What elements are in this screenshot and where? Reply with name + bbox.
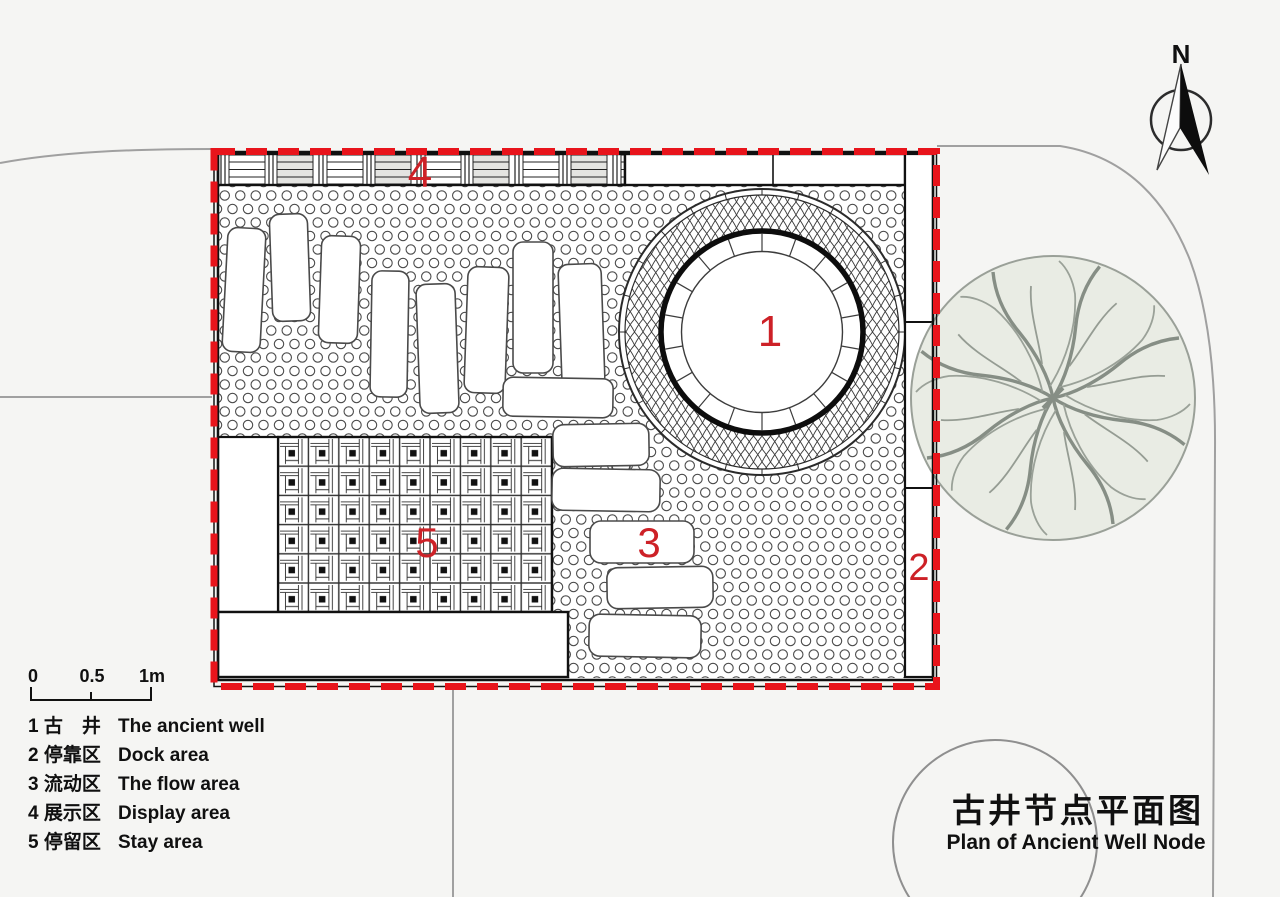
plan-area [216, 152, 935, 680]
well-outer-joints [619, 189, 905, 475]
context-circle [892, 739, 1098, 897]
well-ring-joints [665, 233, 859, 431]
svg-text:5 停留区: 5 停留区 [28, 830, 101, 853]
page-subtitle: Plan of Ancient Well Node [946, 831, 1205, 854]
svg-text:3 流动区: 3 流动区 [28, 772, 101, 795]
platform-left [216, 435, 280, 614]
north-arrow: N [1149, 39, 1213, 175]
compass-needle-white [1156, 63, 1182, 171]
zone-label-display: 4 [408, 148, 432, 197]
svg-text:The flow area: The flow area [118, 774, 240, 795]
zone-label-stay: 5 [415, 519, 438, 566]
red-dashed-boundary [210, 148, 940, 690]
svg-text:0: 0 [28, 666, 38, 686]
svg-text:2 停靠区: 2 停靠区 [28, 743, 101, 766]
scale-bar: 0 0.5 1m [28, 666, 165, 701]
legend-row: 2 停靠区 Dock area [28, 743, 209, 766]
compass-needle-black [1180, 64, 1209, 175]
flow-stepping-stones-zone3 [551, 422, 714, 659]
display-strip-zone4 [216, 152, 627, 187]
svg-text:0.5: 0.5 [79, 666, 104, 686]
title-block: 古井节点平面图 Plan of Ancient Well Node [946, 792, 1205, 854]
stone-slabs [221, 212, 631, 473]
zone-label-well: 1 [758, 307, 782, 356]
legend-row: 4 展示区 Display area [28, 802, 230, 824]
svg-text:4 展示区: 4 展示区 [28, 802, 101, 824]
context-road-lines [0, 145, 1217, 897]
top-white-band [623, 152, 907, 187]
zone-label-dock: 2 [908, 547, 929, 589]
zone-label-flow: 3 [637, 519, 660, 566]
svg-text:Dock area: Dock area [118, 745, 209, 766]
svg-text:Stay area: Stay area [118, 832, 203, 853]
ancient-well-zone1 [618, 188, 906, 476]
platform-bottom [216, 610, 570, 679]
tree-icon [910, 255, 1196, 541]
stay-area-zone5 [276, 435, 554, 614]
north-label: N [1172, 39, 1191, 69]
legend: 1 古 井 The ancient well 2 停靠区 Dock area 3… [28, 714, 265, 853]
svg-text:1m: 1m [139, 666, 165, 686]
legend-row: 3 流动区 The flow area [28, 772, 240, 795]
legend-row: 5 停留区 Stay area [28, 830, 203, 853]
page-title: 古井节点平面图 [952, 792, 1204, 829]
svg-text:1 古 井: 1 古 井 [28, 714, 101, 737]
legend-row: 1 古 井 The ancient well [28, 714, 265, 737]
svg-text:The ancient well: The ancient well [118, 716, 265, 737]
svg-text:Display area: Display area [118, 803, 230, 824]
